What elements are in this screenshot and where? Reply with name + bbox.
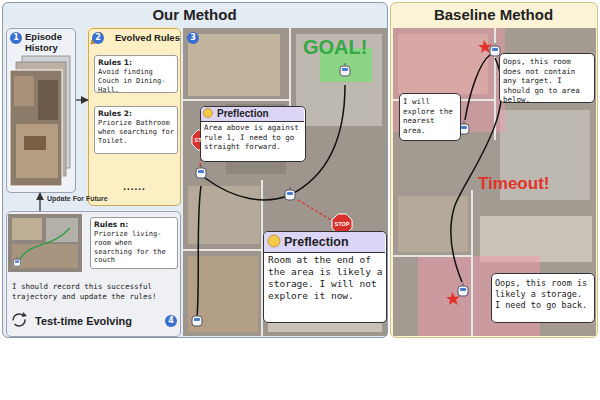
box-heading: Episode History (25, 32, 75, 54)
rule-text: Avoid finding Couch in Dining-Hall. (98, 68, 174, 94)
map-right (393, 28, 596, 336)
robot-icon (13, 257, 20, 266)
robot-icon (490, 43, 500, 56)
rule-heading: Rules n: (94, 220, 174, 229)
map-floor (183, 28, 387, 336)
callout-number: 1 (10, 32, 22, 44)
rule-heading: Rules 2: (98, 109, 174, 118)
evolving-icon (13, 312, 27, 326)
rule-card: Rules 1:Avoid finding Couch in Dining-Ha… (94, 55, 178, 93)
room-shape (188, 34, 280, 96)
room-shape (480, 216, 592, 262)
bubble-text: Area above is against rule 1, I need to … (204, 123, 303, 152)
photo-card (10, 70, 62, 186)
bubble-text: Oops, this room does not contain any tar… (503, 57, 592, 105)
robot-path (197, 186, 201, 318)
edge-label: Update For Future (47, 195, 117, 202)
blocked-path (298, 200, 333, 221)
bubble-heading: Preflection (201, 107, 304, 122)
bubble-text: Room at the end of the area is likely a … (268, 254, 383, 302)
thought-text: I should record this successful trajecto… (12, 282, 175, 302)
box-fill (5, 210, 180, 336)
box-fill (87, 27, 180, 205)
rule-text: Priorize living-room when searching for … (94, 230, 174, 265)
flow-arrow (76, 99, 88, 100)
panel-fill (390, 2, 598, 338)
bubble-heading: Preflection (264, 232, 385, 253)
map-view: 3PreflectionArea above is against rule 1… (184, 29, 388, 337)
robot-path (451, 58, 502, 282)
speech-bubble: Oops, this room does not contain any tar… (499, 53, 595, 103)
preflection-bubble: PreflectionRoom at the end of the area i… (263, 231, 387, 323)
box-heading: Evolved Rules (115, 33, 181, 44)
panel-title: Baseline Method (391, 6, 596, 23)
evolving-image (8, 214, 82, 272)
furniture-shape (24, 136, 46, 150)
bubble-text: I will explore the nearest area. (403, 97, 458, 135)
room-shape (16, 124, 58, 178)
flow-arrow (39, 193, 40, 211)
robot-icon (340, 63, 350, 76)
robot-icon (285, 187, 295, 200)
robot-path (205, 85, 345, 200)
goal-label: GOAL! (303, 36, 383, 59)
panel-title: Our Method (3, 6, 386, 23)
ellipsis-text: ...... (89, 181, 180, 192)
rule-heading: Rules 1: (98, 58, 174, 67)
callout-number: 3 (187, 32, 199, 44)
robot-icon (192, 313, 202, 326)
timeout-label: Timeout! (478, 174, 568, 194)
robot-icon (196, 165, 206, 178)
map-floor (393, 28, 596, 336)
rules-box: 2 Evolved Rules...... Rules 1:Avoid findin… (88, 28, 181, 206)
panel-fill (2, 2, 388, 338)
room-shape (12, 218, 42, 240)
thinking-emoji (204, 109, 213, 118)
room-shape (296, 34, 382, 126)
stop-label: STOP (192, 136, 212, 144)
box-fill (5, 27, 75, 192)
rule-text: Priorize Bathroom when searching for Toi… (98, 119, 174, 145)
robot-path (465, 55, 490, 120)
method-panel: Baseline Method I will explore the neares… (390, 2, 598, 338)
room-shape (14, 76, 34, 106)
robot-path (18, 228, 70, 262)
cycle-arrowhead (22, 312, 27, 317)
robot-icon (458, 283, 468, 296)
bubble-text: Oops, this room is likely a storage. I n… (495, 278, 592, 311)
box-heading: Test-time Evolving (35, 315, 163, 327)
rule-card: Rules n:Priorize living-room when search… (90, 217, 178, 269)
pencil-shape (91, 32, 103, 44)
history-box: 1Episode History (6, 28, 76, 193)
speech-bubble: I will explore the nearest area. (399, 93, 461, 141)
pencil-icon (91, 32, 103, 44)
evolving-box: I should record this successful trajecto… (6, 211, 181, 337)
room-shape (46, 218, 78, 242)
room-shape (398, 196, 468, 252)
rule-card: Rules 2:Priorize Bathroom when searching… (94, 106, 178, 154)
callout-number: 4 (165, 315, 177, 327)
speech-bubble: Oops, this room is likely a storage. I n… (491, 273, 595, 323)
room-shape (38, 80, 58, 120)
episode-images (10, 56, 70, 186)
map-floor (8, 214, 82, 272)
thinking-emoji (268, 235, 280, 247)
stop-label: STOP (332, 220, 352, 228)
wall-lines (183, 28, 387, 336)
map-left (183, 28, 387, 336)
preflection-bubble: PreflectionArea above is against rule 1,… (200, 106, 306, 162)
callout-number: 2 (92, 32, 104, 44)
